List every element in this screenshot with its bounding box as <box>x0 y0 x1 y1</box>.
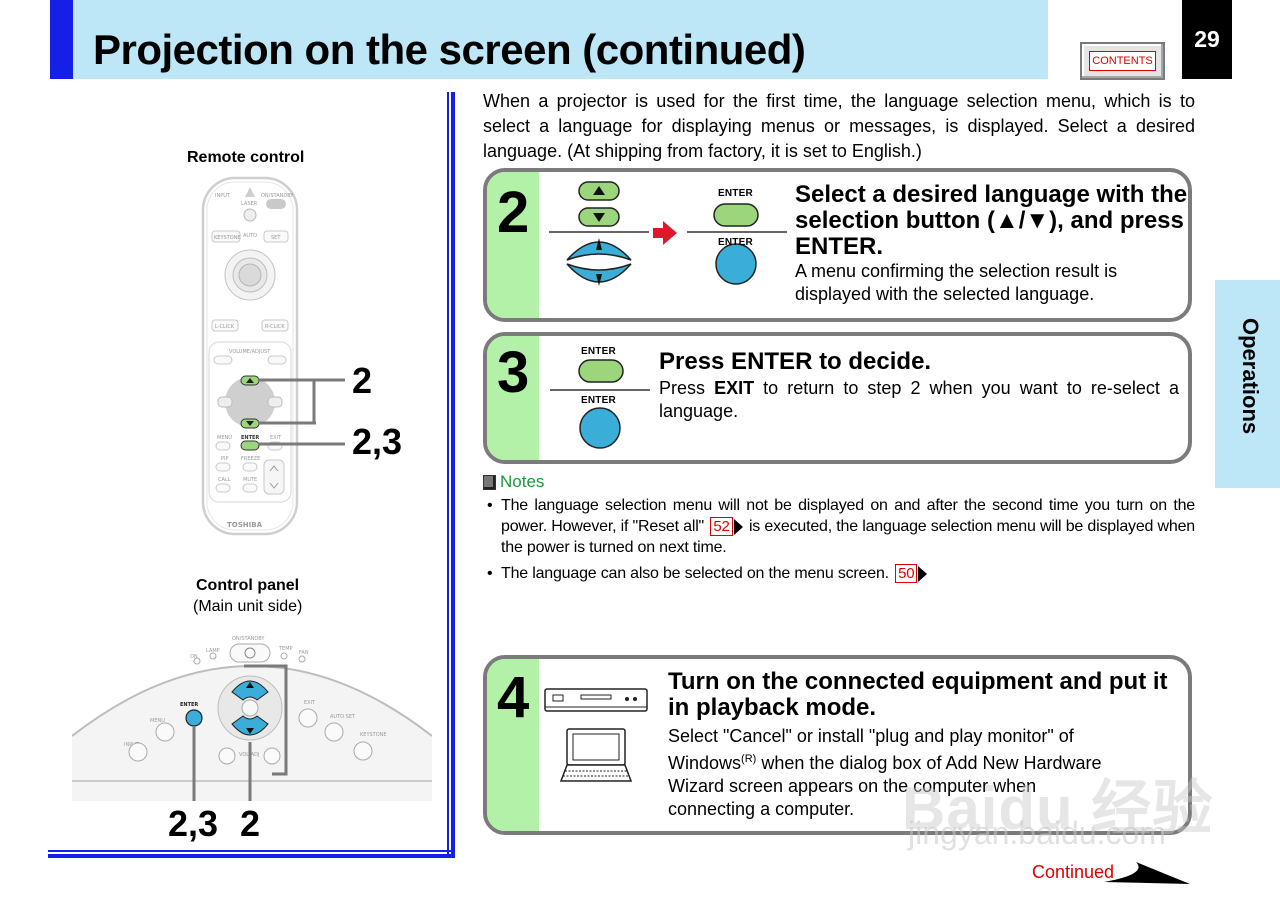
panel-key-fan: FAN <box>299 650 309 656</box>
side-tab-label: Operations <box>1238 318 1263 435</box>
enter-button-illustration <box>550 359 650 449</box>
page-reference-link[interactable]: 52 <box>710 517 744 536</box>
enter-label: ENTER <box>718 237 753 248</box>
remote-key-exit: EXIT <box>270 435 282 441</box>
step-body-text: Press <box>659 378 715 398</box>
remote-key-enter: ENTER <box>241 435 259 441</box>
header-band <box>73 0 1048 79</box>
equipment-illustration <box>544 688 648 782</box>
page-reference-link[interactable]: 50 <box>895 564 928 583</box>
continued-link[interactable]: Continued <box>1032 862 1115 882</box>
note-text-part: The language can also be selected on the… <box>501 565 889 582</box>
remote-brand: TOSHIBA <box>227 521 263 529</box>
enter-label: ENTER <box>581 346 616 357</box>
note-item: • The language selection menu will not b… <box>487 495 1195 558</box>
control-panel-sublabel: (Main unit side) <box>193 598 303 615</box>
selection-buttons-illustration <box>549 181 787 286</box>
step-band <box>487 659 539 831</box>
panel-key-auto-set: AUTO SET <box>330 714 356 720</box>
remote-key-pip: PIP <box>221 456 229 462</box>
step-body-text: Select "Cancel" or install "plug and pla… <box>668 726 1074 773</box>
step-body: Select "Cancel" or install "plug and pla… <box>668 725 1128 821</box>
remote-callout-step-2-3: 2,3 <box>352 421 403 462</box>
remote-key-l-click: L-CLICK <box>215 324 235 330</box>
header-accent-bar <box>50 0 73 79</box>
step-band <box>487 172 539 318</box>
note-item: • The language can also be selected on t… <box>487 563 1195 584</box>
step-title: Turn on the connected equipment and put … <box>668 668 1168 721</box>
contents-button-label: CONTENTS <box>1089 51 1156 71</box>
step-body: A menu confirming the selection result i… <box>795 261 1118 304</box>
remote-key-mute: MUTE <box>243 477 257 483</box>
note-bullet: • <box>487 497 493 514</box>
watermark-url: jingyan.baidu.com <box>908 815 1166 851</box>
registered-mark: (R) <box>741 753 757 765</box>
panel-key-temp: TEMP <box>278 646 293 652</box>
step-body-text: to return to step 2 when you want to re-… <box>659 378 1179 421</box>
remote-key-on-standby: ON/STANDBY <box>261 193 294 199</box>
watermark-logo: Baidu 经验 <box>902 775 1214 842</box>
step-title: Press ENTER to decide. <box>659 348 932 375</box>
remote-key-auto: AUTO <box>243 233 257 239</box>
panel-key-keystone: KEYSTONE <box>360 732 387 738</box>
intro-paragraph: When a projector is used for the first t… <box>483 91 1195 161</box>
step-title: Select a desired language with the selec… <box>795 181 1188 260</box>
panel-key-on: ON <box>190 654 198 660</box>
notes-title: Notes <box>500 472 545 491</box>
remote-key-r-click: R-CLICK <box>265 324 285 330</box>
step-body: Press EXIT to return to step 2 when you … <box>659 377 1179 423</box>
step-number: 4 <box>497 665 530 730</box>
panel-key-menu: MENU <box>150 718 165 724</box>
remote-key-volume-adjust: VOLUME/ADJUST <box>229 349 271 355</box>
panel-callout-step-2-3: 2,3 <box>168 803 219 844</box>
side-tab-operations[interactable]: Operations <box>1215 280 1280 488</box>
notes-icon <box>483 474 496 490</box>
note-text: The language can also be selected on the… <box>487 563 1195 584</box>
note-text: The language selection menu will not be … <box>487 495 1195 558</box>
remote-key-call: CALL <box>218 477 231 483</box>
continued-arrow-icon <box>1104 862 1190 884</box>
page-number: 29 <box>1182 0 1232 79</box>
contents-button[interactable]: CONTENTS <box>1080 42 1165 80</box>
control-panel-illustration: ON/STANDBY ON LAMP TEMP FAN ENTER MENU I… <box>72 636 432 801</box>
step-body-text: when the dialog box of Add New Hardware … <box>668 753 1102 819</box>
control-panel-label: Control panel <box>196 577 300 594</box>
note-text-part: The language selection menu will not be … <box>501 497 1195 535</box>
remote-callout-step-2: 2 <box>352 360 373 401</box>
remote-key-set: SET <box>271 235 281 241</box>
panel-callout-step-2: 2 <box>240 803 261 844</box>
step-2-box: 2 ENTER ENTER Select a desired language … <box>483 168 1192 322</box>
note-bullet: • <box>487 565 493 582</box>
enter-label: ENTER <box>718 188 753 199</box>
panel-key-exit: EXIT <box>304 700 316 706</box>
remote-key-input: INPUT <box>215 193 231 199</box>
remote-callout-lines <box>258 378 345 446</box>
step-number: 3 <box>497 340 530 405</box>
remote-key-keystone: KEYSTONE <box>214 235 241 241</box>
remote-key-laser: LASER <box>241 201 258 207</box>
panel-key-on-standby: ON/STANDBY <box>232 636 265 642</box>
remote-control-label: Remote control <box>187 149 305 166</box>
step-band <box>487 336 539 460</box>
step-4-box: 4 Turn on the connected equipment and pu… <box>483 655 1192 835</box>
enter-label: ENTER <box>581 395 616 406</box>
exit-key-label: EXIT <box>714 378 755 398</box>
page-title: Projection on the screen (continued) <box>93 26 806 73</box>
column-divider <box>447 92 449 854</box>
bottom-rule-thick <box>48 854 455 858</box>
panel-key-enter: ENTER <box>180 702 198 708</box>
column-divider-thick <box>451 92 455 858</box>
notes-heading: Notes <box>483 472 544 492</box>
panel-key-lamp: LAMP <box>206 648 220 654</box>
remote-key-menu: MENU <box>217 435 232 441</box>
step-3-box: 3 ENTER ENTER Press ENTER to decide. Pre… <box>483 332 1192 464</box>
remote-key-freeze: FREEZE <box>241 456 260 462</box>
step-number: 2 <box>497 180 530 245</box>
note-text-part: is executed, the language selection menu… <box>501 518 1195 556</box>
bottom-rule <box>48 850 451 852</box>
remote-control-illustration: INPUT ON/STANDBY LASER AUTO TOSHIBA KEYS… <box>201 176 299 536</box>
